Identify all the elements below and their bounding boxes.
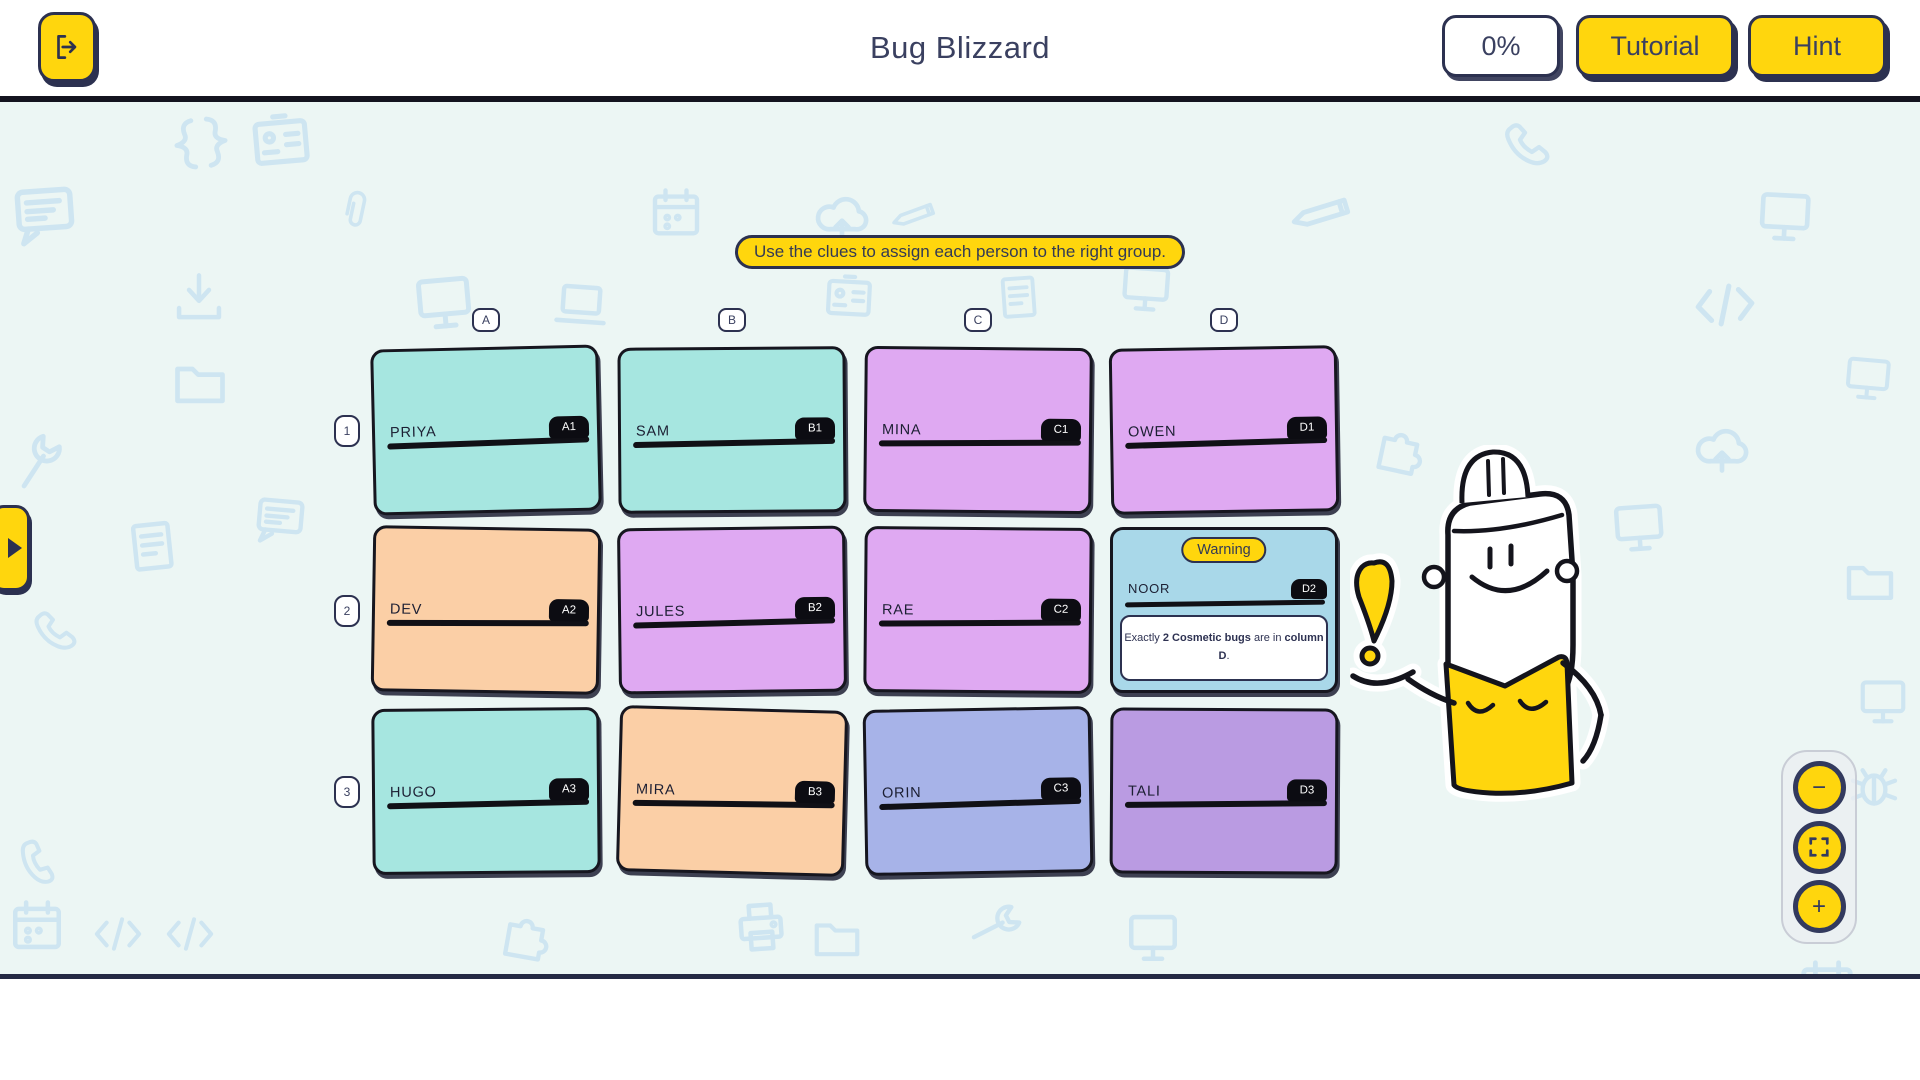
code-doodle-icon (92, 908, 144, 960)
braces-doodle-icon (167, 109, 235, 177)
idcard-doodle-icon (821, 269, 878, 326)
folder-doodle-icon (810, 912, 864, 966)
chat-doodle-icon (250, 492, 311, 553)
idcard-doodle-icon (245, 105, 317, 177)
monitor-doodle-icon (409, 267, 478, 336)
clue-text: Exactly 2 Cosmetic bugs are in column D. (1120, 615, 1328, 681)
slot-tag: A3 (548, 778, 590, 801)
printer-doodle-icon (730, 896, 792, 958)
fullscreen-button[interactable] (1792, 820, 1846, 874)
download-doodle-icon (170, 270, 228, 328)
code-doodle-icon (1690, 270, 1760, 340)
slot-tag: C3 (1040, 777, 1082, 800)
person-card-hugo[interactable]: HUGO A3 (371, 707, 601, 875)
slot-tag: D2 (1291, 579, 1327, 599)
news-doodle-icon (123, 514, 187, 578)
column-header-d: D (1210, 308, 1238, 332)
column-header-a: A (472, 308, 500, 332)
person-name: JULES (635, 603, 686, 621)
slot-tag: A2 (548, 598, 590, 622)
slot-tag: B1 (794, 417, 836, 440)
person-name: DEV (389, 601, 423, 618)
person-name: RAE (881, 602, 915, 619)
slot-tag: A1 (548, 415, 590, 439)
row-header-1: 1 (334, 415, 360, 447)
folder-doodle-icon (170, 354, 230, 414)
person-card-sam[interactable]: SAM B1 (617, 346, 847, 514)
laptop-doodle-icon (550, 276, 612, 338)
column-header-c: C (964, 308, 992, 332)
zoom-in-button[interactable]: + (1792, 880, 1846, 933)
wrench-doodle-icon (961, 891, 1032, 962)
side-panel-toggle[interactable] (0, 505, 30, 591)
person-card-rae[interactable]: RAE C2 (863, 526, 1093, 694)
calendar-doodle-icon (8, 898, 66, 956)
hint-button[interactable]: Hint (1748, 15, 1886, 77)
person-card-tali[interactable]: TALI D3 (1109, 707, 1339, 875)
person-card-mira[interactable]: MIRA B3 (615, 705, 849, 877)
person-name: MINA (881, 421, 922, 439)
progress-indicator: 0% (1442, 15, 1560, 77)
person-name: MIRA (635, 781, 676, 799)
phone-doodle-icon (11, 835, 70, 894)
phone-doodle-icon (27, 601, 89, 663)
slot-tag: B2 (794, 596, 836, 620)
person-name: PRIYA (389, 424, 437, 442)
person-card-noor[interactable]: Warning NOOR D2 Exactly 2 Cosmetic bugs … (1110, 527, 1338, 693)
folder-doodle-icon (1842, 554, 1898, 610)
monitor-doodle-icon (1840, 350, 1896, 406)
warning-badge: Warning (1181, 537, 1267, 563)
person-name: ORIN (881, 784, 922, 802)
slot-tag: C2 (1040, 598, 1082, 621)
paperclip-doodle-icon (328, 184, 383, 239)
wrench-doodle-icon (2, 426, 76, 500)
monitor-doodle-icon (1856, 674, 1910, 728)
logout-icon (57, 35, 77, 59)
phone-doodle-icon (1498, 114, 1563, 179)
chat-doodle-icon (8, 180, 83, 255)
news-doodle-icon (994, 270, 1047, 323)
slot-tag: D1 (1286, 416, 1328, 440)
person-name: SAM (635, 423, 670, 440)
instruction-banner: Use the clues to assign each person to t… (734, 235, 1186, 269)
game-area: Use the clues to assign each person to t… (0, 102, 1920, 979)
calendar-doodle-icon (1796, 958, 1858, 979)
page-title: Bug Blizzard (869, 30, 1051, 65)
person-name: OWEN (1127, 423, 1177, 441)
person-name: TALI (1127, 783, 1161, 800)
cloudup-doodle-icon (1692, 418, 1752, 478)
row-header-3: 3 (334, 776, 360, 808)
monitor-doodle-icon (1124, 908, 1182, 966)
person-card-jules[interactable]: JULES B2 (616, 525, 848, 695)
calendar-doodle-icon (648, 186, 704, 242)
column-header-b: B (718, 308, 746, 332)
person-card-owen[interactable]: OWEN D1 (1108, 345, 1340, 515)
fullscreen-icon (1809, 837, 1829, 857)
person-card-mina[interactable]: MINA C1 (863, 345, 1093, 515)
mascot-character (1350, 445, 1610, 802)
header: Bug Blizzard 0% Tutorial Hint (0, 0, 1920, 102)
row-header-2: 2 (334, 595, 360, 627)
person-card-dev[interactable]: DEV A2 (370, 525, 602, 695)
person-card-priya[interactable]: PRIYA A1 (370, 344, 602, 516)
tutorial-button[interactable]: Tutorial (1576, 15, 1734, 77)
slot-tag: C1 (1040, 418, 1082, 442)
answer-line (1124, 599, 1326, 608)
person-name: HUGO (389, 784, 437, 801)
pencil-doodle-icon (1281, 171, 1365, 255)
person-card-orin[interactable]: ORIN C3 (862, 706, 1094, 876)
slot-tag: D3 (1286, 779, 1328, 802)
puzzle-doodle-icon (494, 904, 559, 969)
zoom-controls: − + (1781, 750, 1857, 944)
zoom-out-button[interactable]: − (1792, 761, 1846, 814)
person-name: NOOR (1128, 581, 1171, 596)
logout-button[interactable] (38, 12, 96, 82)
play-arrow-icon (8, 538, 22, 558)
monitor-doodle-icon (1753, 184, 1816, 247)
code-doodle-icon (164, 908, 216, 960)
slot-tag: B3 (794, 780, 836, 804)
